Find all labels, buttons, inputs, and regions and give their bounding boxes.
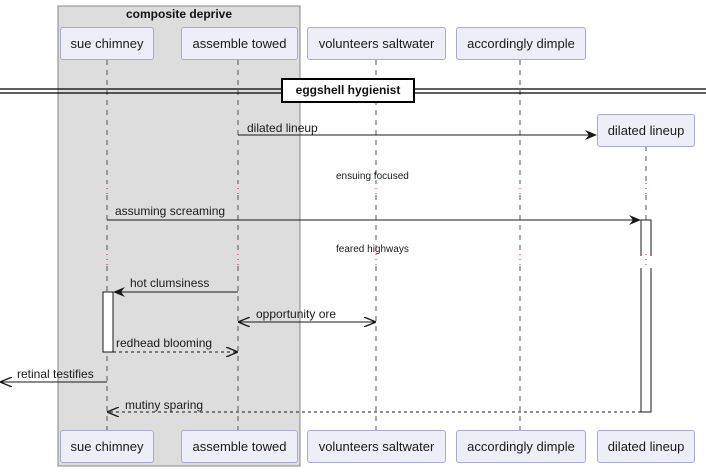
- message-opportunity-ore: opportunity ore: [256, 307, 337, 321]
- separator-label: eggshell hygienist: [281, 78, 415, 103]
- activation-delay-gap: [640, 256, 652, 268]
- participant-accordingly-dimple-top: accordingly dimple: [456, 27, 586, 60]
- participant-sue-chimney-bottom: sue chimney: [60, 430, 154, 463]
- activations: [102, 219, 652, 413]
- message-retinal-testifies: retinal testifies: [17, 367, 94, 381]
- participant-assemble-towed-top: assemble towed: [181, 27, 298, 60]
- group-box: [57, 5, 301, 467]
- participant-dilated-lineup-bottom: dilated lineup: [597, 430, 695, 463]
- participant-dilated-lineup-created: dilated lineup: [597, 114, 695, 147]
- delay-feared-highways: feared highways: [336, 244, 409, 255]
- message-assuming-screaming: assuming screaming: [115, 204, 226, 218]
- delay-ensuing-focused: ensuing focused: [336, 171, 409, 182]
- activation-dilated-lineup: [640, 219, 652, 413]
- message-mutiny-sparing: mutiny sparing: [125, 398, 204, 412]
- group-title: composite deprive: [125, 7, 233, 21]
- participant-assemble-towed-bottom: assemble towed: [181, 430, 298, 463]
- activation-sue-chimney: [102, 291, 114, 353]
- participant-volunteers-saltwater-bottom: volunteers saltwater: [307, 430, 446, 463]
- participant-volunteers-saltwater-top: volunteers saltwater: [307, 27, 446, 60]
- participant-sue-chimney-top: sue chimney: [60, 27, 154, 60]
- participant-accordingly-dimple-bottom: accordingly dimple: [456, 430, 586, 463]
- delay-dots: [106, 183, 647, 266]
- message-hot-clumsiness: hot clumsiness: [130, 276, 210, 290]
- message-create-dilated-lineup: dilated lineup: [247, 121, 318, 135]
- message-redhead-blooming: redhead blooming: [116, 336, 213, 350]
- message-arrows: [1, 130, 641, 412]
